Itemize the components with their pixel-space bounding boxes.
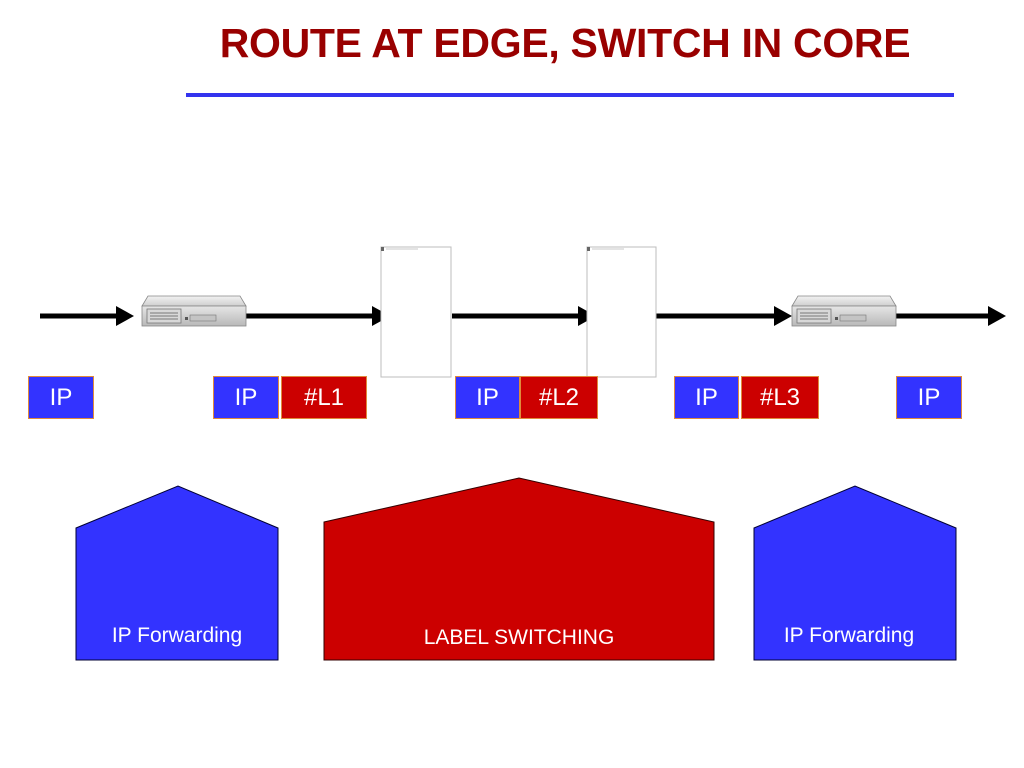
- slide-title: ROUTE AT EDGE, SWITCH IN CORE: [219, 20, 911, 66]
- packet-ip-header: IP: [28, 376, 94, 419]
- region-label-ip-forwarding: IP Forwarding: [783, 624, 915, 647]
- ip-forwarding-region-egress: [753, 485, 957, 661]
- region-label-label-switching: LABEL SWITCHING: [423, 626, 615, 649]
- label-switching-region: [323, 477, 715, 661]
- title-underline: [186, 93, 954, 97]
- flow-arrow: [648, 306, 792, 326]
- core-switch-1: [380, 246, 452, 378]
- packet-ip-header: IP: [455, 376, 520, 419]
- packet-label-l3: #L3: [741, 376, 819, 419]
- packet-ip-header: IP: [896, 376, 962, 419]
- edge-router-egress: [791, 295, 897, 327]
- packet-ip-header: IP: [674, 376, 739, 419]
- region-label-ip-forwarding: IP Forwarding: [111, 624, 243, 647]
- packet-ip-header: IP: [213, 376, 279, 419]
- ip-forwarding-region-ingress: [75, 485, 279, 661]
- flow-arrow: [40, 306, 134, 326]
- flow-arrow: [452, 306, 596, 326]
- edge-router-ingress: [141, 295, 247, 327]
- flow-arrow: [895, 306, 1006, 326]
- flow-arrow: [246, 306, 390, 326]
- packet-label-l1: #L1: [281, 376, 367, 419]
- core-switch-2: [586, 246, 657, 378]
- packet-label-l2: #L2: [520, 376, 598, 419]
